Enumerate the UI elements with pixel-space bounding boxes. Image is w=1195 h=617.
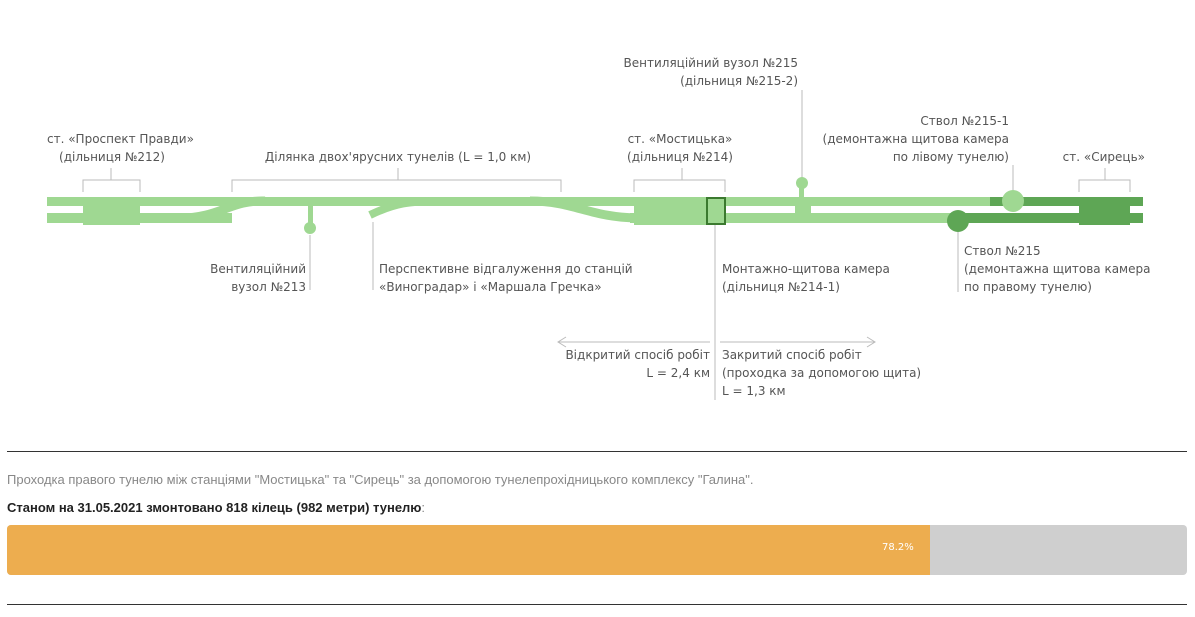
- label-assembly-chamber: Монтажно-щитова камера(дільниця №214-1): [722, 262, 890, 294]
- divider: [7, 604, 1187, 605]
- method-arrows: [557, 336, 876, 348]
- label-double-deck: Ділянка двох'ярусних тунелів (L = 1,0 км…: [264, 150, 532, 164]
- tunnel-tracks: [47, 177, 1143, 234]
- vent-215-icon: [796, 177, 808, 189]
- label-mostytska: ст. «Мостицька»(дільниця №214): [627, 132, 733, 164]
- label-vent-215: Вентиляційний вузол №215(дільниця №215-2…: [623, 56, 798, 88]
- brackets: [82, 90, 1131, 400]
- label-prospekt-pravdy: ст. «Проспект Правди»(дільниця №212): [47, 132, 194, 164]
- station-syrets: [1079, 197, 1130, 225]
- divider: [7, 451, 1187, 452]
- progress-fill: 78.2%: [7, 525, 930, 575]
- progress-bar: 78.2%: [7, 525, 1187, 575]
- label-branch: Перспективне відгалуження до станцій«Вин…: [379, 262, 633, 294]
- progress-status: Станом на 31.05.2021 змонтовано 818 кіле…: [7, 500, 426, 515]
- metro-line-diagram: [47, 90, 1143, 400]
- shaft-215-icon: [947, 210, 969, 232]
- vent-215-shaft: [795, 197, 811, 223]
- progress-description: Проходка правого тунелю між станціями "М…: [7, 472, 754, 487]
- shaft-215-1-icon: [1002, 190, 1024, 212]
- assembly-chamber: [706, 197, 726, 225]
- vent-213-icon: [304, 222, 316, 234]
- label-syrets: ст. «Сирець»: [1062, 150, 1145, 164]
- progress-percent: 78.2%: [881, 542, 914, 553]
- station-prospekt-pravdy: [83, 197, 140, 225]
- label-closed-method: Закритий спосіб робіт(проходка за допомо…: [722, 348, 922, 398]
